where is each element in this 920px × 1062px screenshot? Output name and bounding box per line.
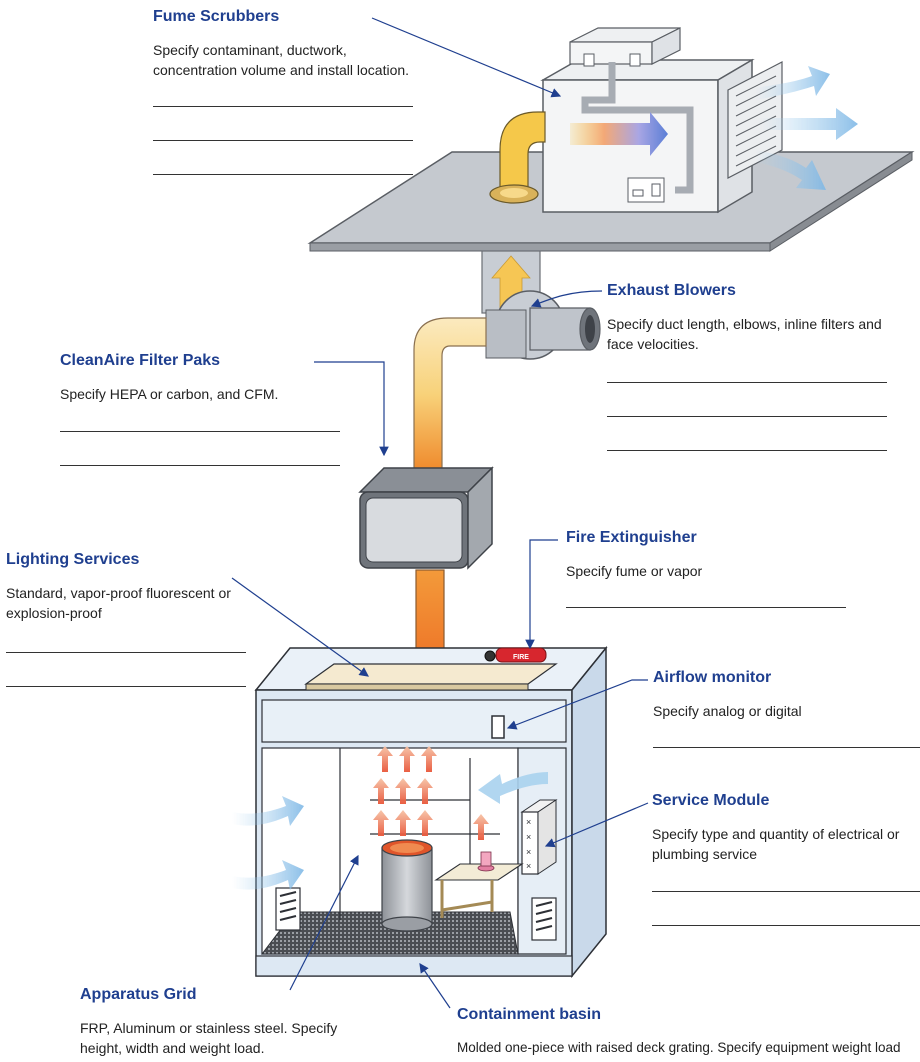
scrubber-inlet-duct (489, 111, 546, 204)
callout-exhaust-blowers: Exhaust Blowers Specify duct length, elb… (607, 282, 897, 354)
airflow-monitor-title: Airflow monitor (653, 669, 772, 686)
fume-scrubbers-blank-line (153, 106, 413, 107)
exhaust-blowers-text: Specify duct length, elbows, inline filt… (607, 316, 882, 352)
fume-arrow-icon (373, 746, 489, 840)
callout-service-module: Service Module Specify type and quantity… (652, 792, 917, 864)
callout-apparatus-grid: Apparatus Grid FRP, Aluminum or stainles… (80, 986, 365, 1058)
fume-source-container (381, 839, 433, 932)
exhaust-blowers-blank-line (607, 382, 887, 383)
callout-containment-basin: Containment basin Molded one-piece with … (457, 1006, 920, 1058)
svg-text:×: × (526, 847, 531, 857)
fume-scrubbers-text: Specify contaminant, ductwork, concentra… (153, 42, 410, 78)
apparatus-table (434, 851, 524, 918)
lighting-services-text: Standard, vapor-proof fluorescent or exp… (6, 585, 231, 621)
containment-basin-text: Molded one-piece with raised deck gratin… (457, 1040, 901, 1055)
vent-left (275, 887, 301, 931)
filter-paks-title: CleanAire Filter Paks (60, 352, 221, 369)
callout-filter-paks: CleanAire Filter Paks Specify HEPA or ca… (60, 352, 320, 404)
vent-right (531, 897, 557, 941)
airflow-monitor-blank-line (653, 747, 920, 748)
service-module-blank-line (652, 925, 920, 926)
air-flow-arrow-icon (755, 66, 858, 190)
light-panel (304, 663, 558, 691)
lighting-services-blank-line (6, 686, 246, 687)
callout-airflow-monitor: Airflow monitor Specify analog or digita… (653, 669, 913, 721)
filter-paks-text: Specify HEPA or carbon, and CFM. (60, 386, 279, 402)
callout-fire-extinguisher: Fire Extinguisher Specify fume or vapor (566, 529, 846, 581)
fume-scrubbers-blank-line (153, 140, 413, 141)
service-module-title: Service Module (652, 792, 770, 809)
apparatus-grid-title: Apparatus Grid (80, 986, 197, 1003)
room-air-arrow-icon (232, 772, 548, 890)
exhaust-duct (413, 317, 487, 471)
exhaust-blowers-blank-line (607, 450, 887, 451)
fire-tag-label: FIRE (513, 654, 529, 661)
fire-extinguisher-text: Specify fume or vapor (566, 563, 703, 579)
exhaust-blower-icon (485, 290, 601, 360)
lighting-services-blank-line (6, 652, 246, 653)
svg-text:×: × (526, 861, 531, 871)
lighting-services-title: Lighting Services (6, 551, 140, 568)
service-module-blank-line (652, 891, 920, 892)
fume-hood-icon (254, 645, 608, 979)
exhaust-blowers-title: Exhaust Blowers (607, 282, 736, 299)
service-module-text: Specify type and quantity of electrical … (652, 826, 900, 862)
svg-text:×: × (526, 817, 531, 827)
filter-pak-icon (358, 466, 494, 570)
airflow-monitor-text: Specify analog or digital (653, 703, 802, 719)
callout-lighting-services: Lighting Services Standard, vapor-proof … (6, 551, 246, 623)
filter-paks-blank-line (60, 465, 340, 466)
svg-text:×: × (526, 832, 531, 842)
fire-extinguisher-title: Fire Extinguisher (566, 529, 697, 546)
filter-paks-blank-line (60, 431, 340, 432)
containment-basin-title: Containment basin (457, 1006, 602, 1023)
fume-scrubber-icon (540, 27, 783, 214)
fume-scrubbers-blank-line (153, 174, 413, 175)
fire-extinguisher-blank-line (566, 607, 846, 608)
fume-scrubbers-title: Fume Scrubbers (153, 8, 280, 25)
hood-duct (415, 569, 445, 663)
airflow-monitor-icon (491, 715, 505, 739)
apparatus-grid-text: FRP, Aluminum or stainless steel. Specif… (80, 1020, 338, 1056)
leader-lines (231, 17, 649, 1009)
fire-extinguisher-icon: FIRE (484, 647, 547, 663)
callout-fume-scrubbers: Fume Scrubbers Specify contaminant, duct… (153, 8, 433, 80)
service-module-icon: × × × × (520, 799, 558, 875)
exhaust-blowers-blank-line (607, 416, 887, 417)
